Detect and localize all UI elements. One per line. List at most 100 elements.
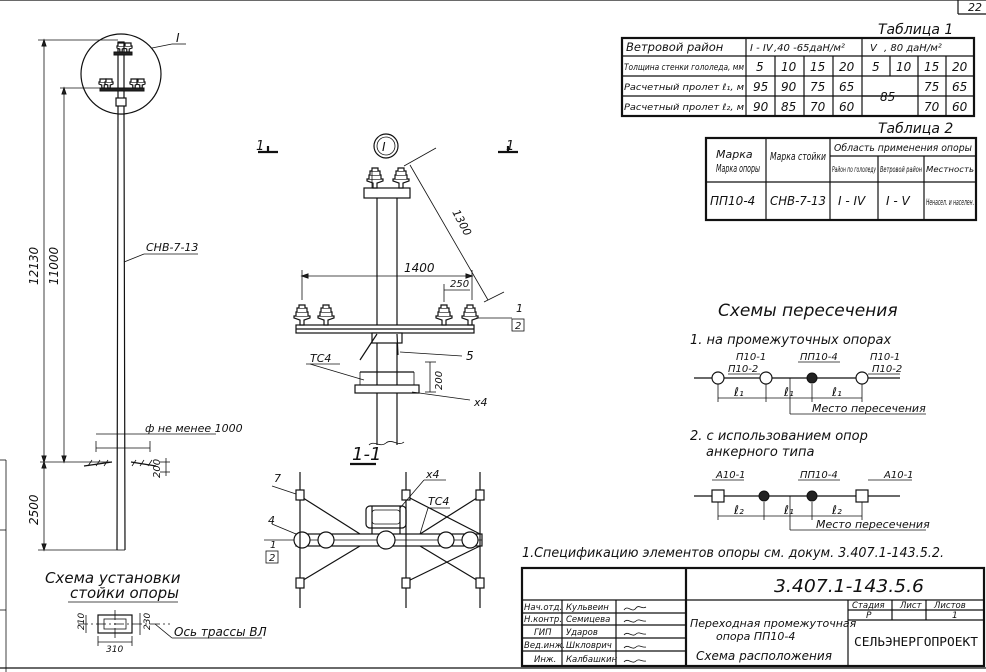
t1-r1-c5: 75 xyxy=(924,80,939,94)
role-1: Н.контр. xyxy=(524,615,562,625)
stage-header: Стадия xyxy=(852,601,885,611)
t1-r0-c1: 10 xyxy=(781,60,797,74)
t1-r0-c2: 15 xyxy=(810,60,825,74)
t2-h-wind: Ветровой район xyxy=(880,165,922,174)
section-elevation: 1 1 I 1400 xyxy=(256,133,525,446)
dim-250: 250 xyxy=(450,279,469,290)
s1-span-2: ℓ₁ xyxy=(831,385,842,399)
name-1: Семицева xyxy=(566,615,610,625)
title-block: 3.407.1-143.5.6 Нач.отд. Н.контр. ГИП Ве… xyxy=(520,566,986,668)
t2-h-stoyka: Марка стойки xyxy=(770,150,826,163)
section-mark-right: 1 xyxy=(506,139,514,154)
role-3: Вед.инж. xyxy=(524,641,565,651)
section-detail-marker: I xyxy=(382,140,386,154)
s1-span-0: ℓ₁ xyxy=(733,385,744,399)
t1-r2-c2: 70 xyxy=(810,100,826,114)
t2-h-area-type: Местность xyxy=(926,165,974,174)
pos-2: 2 xyxy=(515,321,521,332)
t2-place: Ненасел. и населен. xyxy=(926,198,974,208)
t1-r2-c3: 60 xyxy=(839,100,855,114)
s2-label-2: А10-1 xyxy=(883,470,914,481)
t1-r2-label: Расчетный пролет ℓ₂, м xyxy=(624,103,744,113)
dim-1300: 1300 xyxy=(449,207,474,238)
t1-r0-c6: 15 xyxy=(924,60,939,74)
table-2: Таблица 2 Марка Марка опоры Марка стойки… xyxy=(704,121,978,222)
t1-h3: V xyxy=(870,43,878,54)
pole-elevation: I ф не менее 1000 200 СНВ-7-13 xyxy=(27,31,243,552)
s2-label-1: ПП10-4 xyxy=(800,470,838,481)
dim-230: 230 xyxy=(143,613,153,630)
t1-h2: ,40 -65даН/м² xyxy=(774,43,845,54)
table-1: Таблица 1 Ветровой район I - IV ,40 -65д… xyxy=(620,22,976,118)
t1-h4: , 80 даН/м² xyxy=(884,43,942,54)
section-mark-left: 1 xyxy=(256,139,264,154)
install-title-1: Схема установки xyxy=(45,569,181,587)
s2-span-2: ℓ₂ xyxy=(831,503,842,517)
name-4: Калбашкин xyxy=(566,655,618,665)
t1-r1-c6: 65 xyxy=(952,80,967,94)
stage-value: Р xyxy=(866,611,872,621)
t2-h-opora-2: Марка опоры xyxy=(716,162,760,175)
desc-2: опора ПП10-4 xyxy=(716,630,795,643)
dim-210: 210 xyxy=(77,613,87,630)
dim-total-height: 12130 xyxy=(27,246,41,285)
pos-5: 5 xyxy=(466,349,474,363)
t1-r2-c4: 70 xyxy=(924,100,940,114)
stand-label: СНВ-7-13 xyxy=(146,241,198,254)
dim-310: 310 xyxy=(106,645,123,655)
t1-r0-c0: 5 xyxy=(756,60,764,74)
s1-label-0: П10-1 xyxy=(736,352,766,363)
t1-r0-c4: 5 xyxy=(872,60,880,74)
t1-r1-label: Расчетный пролет ℓ₁, м xyxy=(624,83,744,93)
t1-r1-c4: 85 xyxy=(880,90,895,104)
t1-r1-c2: 75 xyxy=(810,80,825,94)
s1-span-1: ℓ₁ xyxy=(783,385,794,399)
t1-r0-c5: 10 xyxy=(896,60,912,74)
t1-h0: Ветровой район xyxy=(626,40,724,54)
t1-r0-label: Толщина стенки гололеда, мм xyxy=(624,63,744,73)
role-2: ГИП xyxy=(534,628,552,638)
crossing-schemes: Схемы пересечения 1. на промежуточных оп… xyxy=(690,301,930,531)
role-4: Инж. xyxy=(534,655,556,665)
t1-r1-c3: 65 xyxy=(839,80,854,94)
table1-title: Таблица 1 xyxy=(878,22,953,38)
plan-pos-7: 7 xyxy=(274,472,281,485)
role-0: Нач.отд. xyxy=(524,603,562,613)
name-3: Шкловрич xyxy=(566,641,612,651)
s2-span-0: ℓ₂ xyxy=(733,503,744,517)
t1-r1-c1: 90 xyxy=(781,80,797,94)
t2-opora: ПП10-4 xyxy=(710,194,755,208)
install-title-2: стойки опоры xyxy=(70,584,179,602)
t2-h-opora: Марка xyxy=(716,148,753,161)
desc-3: Схема расположения xyxy=(696,649,832,663)
t2-ice: I - IV xyxy=(838,194,866,208)
detail-marker: I xyxy=(176,31,180,45)
pit-diameter-note: ф не менее 1000 xyxy=(145,422,243,435)
t1-r2-c1: 85 xyxy=(781,100,796,114)
s1-label-2: ПП10-4 xyxy=(800,352,838,363)
t2-h-ice: Район по гололеду xyxy=(832,165,876,174)
route-axis-label: Ось трассы ВЛ xyxy=(174,625,267,639)
s1-label-4: П10-2 xyxy=(872,364,902,375)
doc-code: 3.407.1-143.5.6 xyxy=(774,576,924,597)
t1-h1: I - IV xyxy=(750,43,774,54)
name-2: Ударов xyxy=(566,628,598,638)
x4-label: х4 xyxy=(473,396,488,409)
s2-span-1: ℓ₁ xyxy=(783,503,794,517)
page-number: 22 xyxy=(968,1,982,14)
pos-1: 1 xyxy=(516,302,523,315)
dim-200-pole: 200 xyxy=(152,459,163,478)
t1-r2-c5: 60 xyxy=(952,100,968,114)
sheets-header: Листов xyxy=(933,601,966,611)
s2-place: Место пересечения xyxy=(816,518,930,531)
plan-pos-1: 1 xyxy=(270,540,276,551)
t2-wind: I - V xyxy=(886,194,910,208)
sheets-value: 1 xyxy=(952,611,958,621)
plan-tc4-label: ТС4 xyxy=(428,495,449,508)
dim-above-ground: 11000 xyxy=(47,246,61,285)
t1-r0-c3: 20 xyxy=(839,60,855,74)
plan-pos-4: 4 xyxy=(268,514,275,527)
t1-r1-c0: 95 xyxy=(753,80,768,94)
dim-below-ground: 2500 xyxy=(27,494,41,525)
